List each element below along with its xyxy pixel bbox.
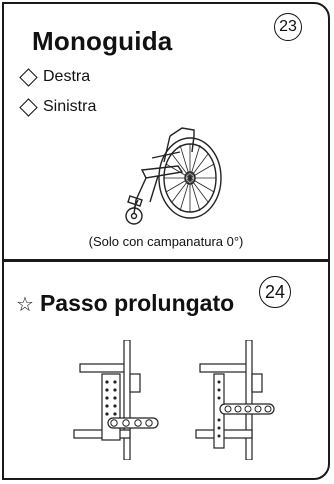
caption: (Solo con campanatura 0°) — [88, 234, 244, 249]
option-sinistra[interactable]: Sinistra — [18, 97, 97, 117]
diamond-icon — [19, 67, 38, 87]
section-title-row: ☆ Passo prolungato — [16, 290, 234, 317]
star-icon: ☆ — [16, 291, 34, 316]
option-label: Sinistra — [43, 98, 97, 115]
wheelchair-illustration — [125, 127, 222, 225]
step-number-badge: 23 — [274, 13, 302, 41]
frame-diagram-left — [73, 340, 159, 460]
section-title: Passo prolungato — [39, 290, 235, 316]
frame-diagram-right — [195, 340, 275, 460]
monoguida-section: Monoguida 23 Destra Sinistra — [4, 4, 328, 259]
section-divider — [4, 259, 328, 262]
diamond-icon — [19, 97, 38, 117]
option-destra[interactable]: Destra — [18, 67, 91, 87]
section-title: Monoguida — [32, 26, 173, 56]
passo-prolungato-section: ☆ Passo prolungato 24 — [4, 262, 328, 478]
option-label: Destra — [43, 68, 91, 85]
instruction-card: Monoguida 23 Destra Sinistra — [2, 2, 330, 480]
step-number-badge: 24 — [259, 276, 291, 308]
